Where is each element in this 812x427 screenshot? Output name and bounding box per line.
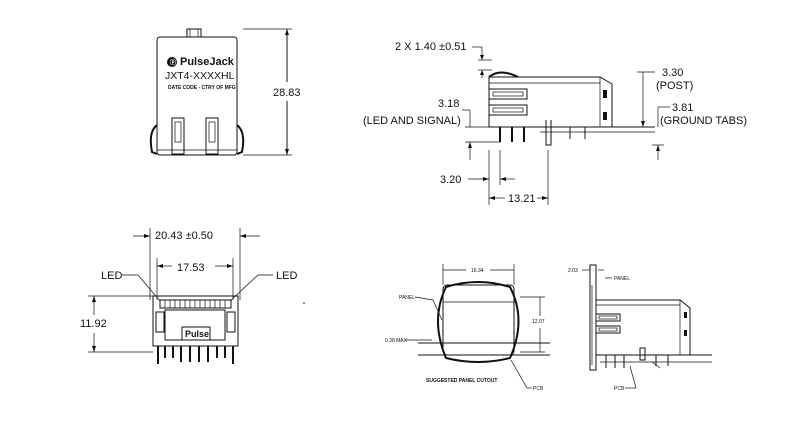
contact-comb [164, 300, 226, 308]
front-housing [156, 36, 238, 156]
panel-side-body [595, 299, 691, 356]
bottom-pins [157, 346, 234, 364]
right-shield [236, 124, 245, 155]
cutout-width: 16.34 [471, 268, 484, 274]
side-body [488, 76, 613, 128]
side-post-label: (POST) [656, 80, 693, 92]
panel-side-view: 2.03 PANEL PCB [568, 264, 712, 392]
side-latch [488, 71, 519, 78]
front-led-left [171, 117, 185, 155]
pulse-logo-icon [167, 57, 177, 67]
panel-plate [589, 264, 597, 371]
panel-thickness: 2.03 [568, 268, 578, 274]
cutout-height: 12.07 [532, 319, 545, 325]
bottom-outer-width: 20.43 ±0.50 [155, 230, 213, 242]
cutout-pcb-label: PCB [533, 386, 544, 392]
side-ground-label: (GROUND TABS) [660, 115, 747, 127]
side-depth-dim: 13.21 [508, 193, 536, 205]
side-led-label: (LED AND SIGNAL) [363, 115, 461, 127]
side-offset-dim: 3.20 [440, 174, 461, 186]
bottom-led-right: LED [276, 270, 297, 282]
cutout-panel-label: PANEL [399, 295, 415, 301]
front-view: ⓟ PulseJack JXT4-XXXXHL DATE CODE - CTRY… [149, 28, 301, 156]
side-ground-dim: 3.81 [672, 102, 693, 114]
left-shield [149, 124, 158, 155]
front-brand: PulseJack [180, 56, 235, 68]
svg-text:ⓟ: ⓟ [170, 59, 176, 67]
bottom-brand: Pulse [185, 329, 209, 339]
side-ground-tab [545, 120, 552, 146]
bottom-housing [152, 295, 239, 347]
front-date-code: DATE CODE - CTRY OF MFG [168, 85, 236, 91]
bottom-view: 20.43 ±0.50 17.53 LED LED [80, 228, 297, 364]
bottom-height: 11.92 [80, 318, 107, 330]
plug-outline [442, 284, 515, 356]
side-led-dim: 3.18 [438, 98, 459, 110]
cutout-outline [437, 281, 520, 363]
stray-mark [303, 302, 305, 304]
top-tab [186, 28, 202, 38]
bottom-inner-width: 17.53 [177, 262, 205, 274]
panel-side-label: PANEL [614, 276, 630, 282]
bottom-led-left: LED [101, 270, 122, 282]
side-pin-dim: 2 X 1.40 ±0.51 [395, 41, 466, 53]
side-post-dim: 3.30 [662, 67, 683, 79]
bottom-brand-box [181, 326, 211, 341]
front-height-dim: 28.83 [273, 87, 301, 99]
cutout-caption: SUGGESTED PANEL CUTOUT [426, 378, 497, 384]
front-part-number: JXT4-XXXXHL [165, 70, 235, 82]
panel-side-pcb-label: PCB [614, 386, 625, 392]
front-led-right [205, 117, 219, 155]
panel-cutout-view: 16.34 PANEL 0.38 MAX 12.07 SUGGESTED PAN… [385, 264, 550, 392]
cutout-max-label: 0.38 MAX [385, 338, 408, 344]
side-view: 2 X 1.40 ±0.51 3.30 (POST) 3.81 (GROUND … [363, 41, 747, 205]
